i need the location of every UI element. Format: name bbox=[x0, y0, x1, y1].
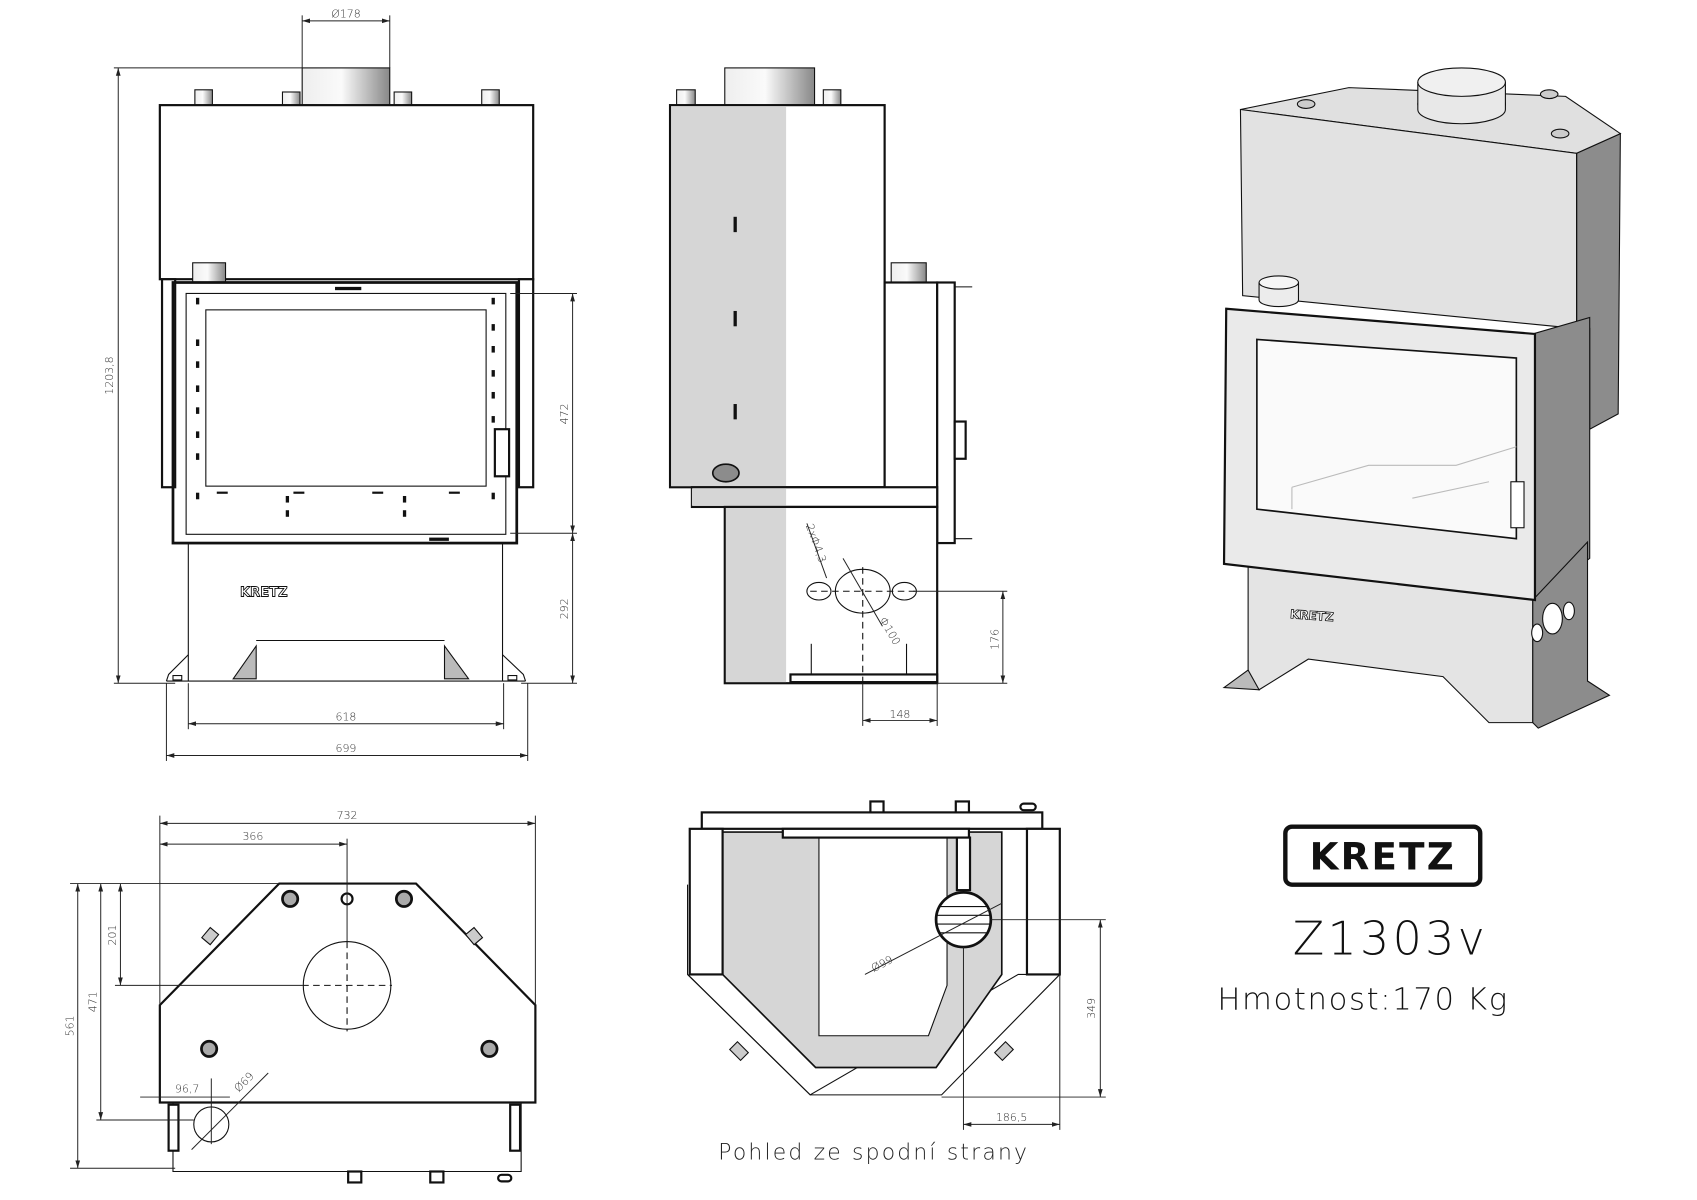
bottom-view: Ø99 349 186,5 Pohled ze spodní strany bbox=[687, 800, 1106, 1165]
view-caption: Pohled ze spodní strany bbox=[718, 1140, 1029, 1165]
dim-width: 732 bbox=[337, 809, 358, 822]
side-panel-right bbox=[517, 278, 535, 489]
dim-door-height: 472 bbox=[558, 403, 571, 424]
brand-plate: KRETZ bbox=[1290, 607, 1335, 624]
connector-nub bbox=[281, 91, 301, 106]
top-view: 732 366 201 471 561 96,7 Ø69 bbox=[63, 809, 537, 1184]
dim-total-height: 1203,8 bbox=[103, 356, 116, 394]
top-latch bbox=[335, 286, 362, 291]
dim-inner-width: 618 bbox=[336, 710, 357, 723]
door-glass bbox=[1256, 338, 1518, 540]
base-stand bbox=[165, 543, 527, 682]
side-pipe bbox=[192, 262, 227, 284]
title-block: KRETZ Z1303v Hmotnost:170 Kg bbox=[1217, 824, 1508, 1017]
door-glass bbox=[205, 309, 487, 487]
dim-outer-width: 699 bbox=[336, 742, 357, 755]
dim-pipe-depth: 471 bbox=[86, 991, 99, 1012]
door-handle bbox=[953, 420, 967, 460]
bottom-latch bbox=[429, 537, 449, 541]
door-frame bbox=[171, 281, 519, 545]
front-view: KRETZ Ø178 1203,8 472 292 618 699 bbox=[103, 8, 577, 761]
dim-total-depth: 561 bbox=[63, 1015, 76, 1036]
dimension-lines bbox=[113, 15, 577, 761]
connector-nub bbox=[194, 89, 213, 106]
logo-frame bbox=[1283, 824, 1483, 887]
side-pipe bbox=[890, 262, 927, 284]
dim-flue-diameter: Ø178 bbox=[331, 8, 361, 21]
dim-hole-offset: 186,5 bbox=[996, 1111, 1027, 1124]
dim-half-width: 366 bbox=[242, 830, 263, 843]
bolt-dots bbox=[195, 297, 495, 517]
dim-base-height: 292 bbox=[558, 598, 571, 619]
connector-nub bbox=[481, 89, 500, 106]
door-profile bbox=[936, 281, 956, 545]
door-handle bbox=[493, 428, 511, 478]
door-inner bbox=[185, 292, 507, 535]
dim-hole-height: 176 bbox=[988, 629, 1001, 650]
connector-nub bbox=[676, 89, 696, 106]
flue-pipe bbox=[724, 67, 816, 106]
brand-plate: KRETZ bbox=[240, 586, 288, 601]
logo: KRETZ bbox=[1310, 834, 1456, 878]
dim-hole-offset: 148 bbox=[890, 708, 911, 721]
dimension-lines bbox=[70, 815, 536, 1169]
dim-pipe-offset: 96,7 bbox=[175, 1083, 199, 1096]
connector-nub bbox=[393, 91, 413, 106]
weight-label: Hmotnost:170 Kg bbox=[1217, 982, 1508, 1017]
model-name: Z1303v bbox=[1293, 912, 1488, 966]
dim-hole-depth: 349 bbox=[1085, 998, 1098, 1019]
flue-pipe bbox=[301, 67, 391, 106]
connector-nub bbox=[822, 89, 842, 106]
perspective-view: KRETZ bbox=[1222, 67, 1622, 729]
pipe-hole bbox=[934, 890, 993, 949]
side-view: 2xΦ4,3 Φ100 176 148 bbox=[668, 67, 1008, 726]
water-connector bbox=[711, 463, 740, 483]
heat-exchanger-box bbox=[158, 104, 535, 281]
small-hole bbox=[806, 581, 832, 601]
dim-flue-depth: 201 bbox=[106, 925, 119, 946]
